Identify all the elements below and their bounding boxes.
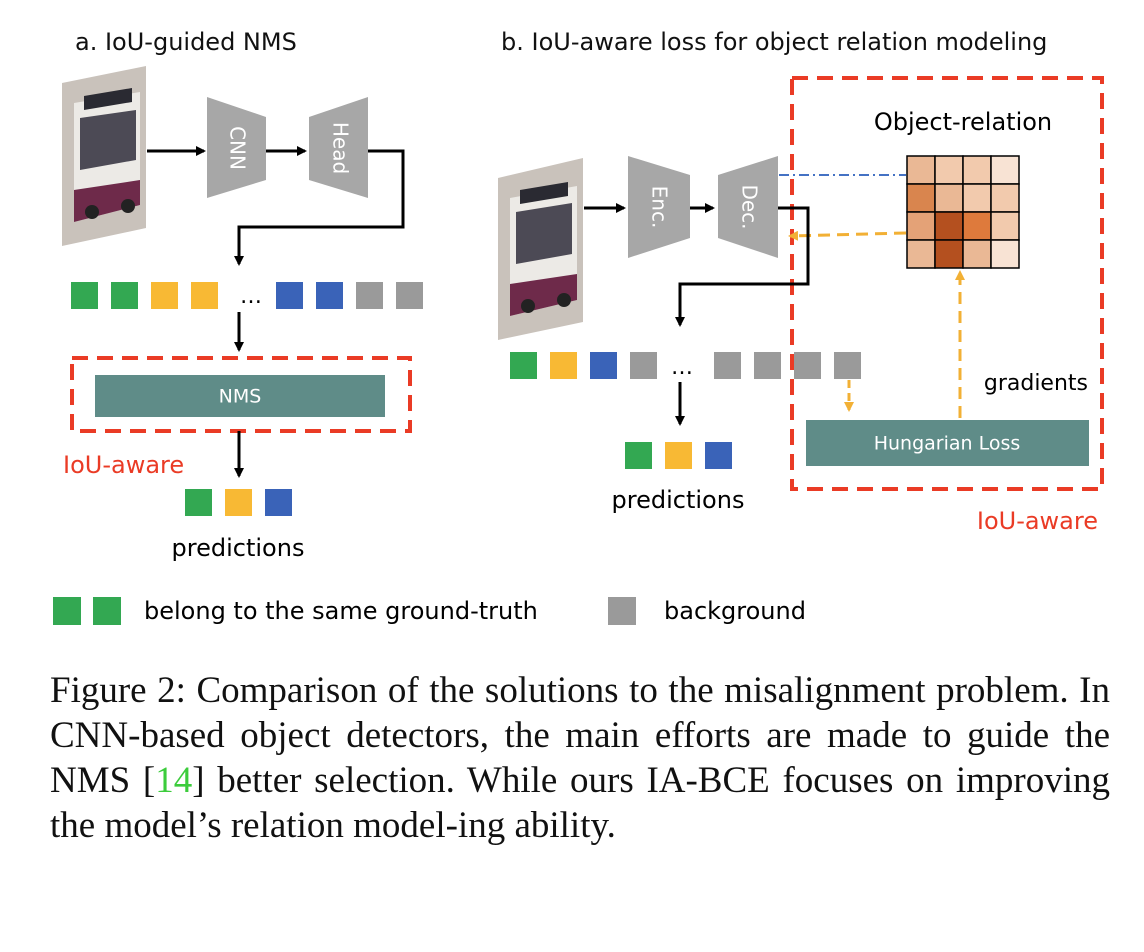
nms-block [95,375,385,417]
matrix-cell-3-2 [962,239,992,269]
matrix-cell-0-3 [990,155,1020,185]
row-a-right-gray-box-3 [356,282,383,309]
gradients-label: gradients [984,371,1088,396]
hungarian-loss-label: Hungarian Loss [874,433,1021,455]
pred-a-yellow-box-2 [225,489,252,516]
caption-text-2: ] better selection. While ours IA-BCE fo… [50,760,1110,846]
matrix-cell-2-2 [962,211,992,241]
predictions-boxes-a [185,489,292,516]
figure-caption: Figure 2: Comparison of the solutions to… [50,668,1110,848]
matrix-cell-2-0 [906,211,936,241]
matrix-cell-1-2 [962,183,992,213]
bus-image-a [62,66,146,246]
legend-green-swatch-1 [53,597,81,625]
matrix-cell-1-1 [934,183,964,213]
row-a-left-green-box-2 [111,282,138,309]
citation-link[interactable]: 14 [155,760,193,801]
nms-label: NMS [219,386,262,408]
legend: belong to the same ground-truth backgrou… [53,597,806,625]
enc-label: Enc. [648,186,672,229]
matrix-cell-1-0 [906,183,936,213]
cnn-block [207,97,266,198]
pred-b-yellow-box-2 [665,442,692,469]
dec-label: Dec. [738,184,762,229]
legend-gray-swatch [608,597,636,625]
encoder-block [628,156,690,258]
row-a-right-blue-box-1 [276,282,303,309]
pred-a-blue-box-3 [265,489,292,516]
iou-aware-label-b: IoU-aware [977,507,1098,535]
row-b-left-yellow-box-2 [550,352,577,379]
object-relation-matrix [906,155,1020,269]
row-b-right-gray-box-1 [714,352,741,379]
row-b-right-gray-box-2 [754,352,781,379]
ellipsis-a: … [240,284,262,309]
predictions-label-b: predictions [612,486,745,514]
panel-a-title: a. IoU-guided NMS [75,28,297,56]
matrix-cell-2-1 [934,211,964,241]
legend-same-gt-label: belong to the same ground-truth [144,597,538,625]
pred-b-blue-box-3 [705,442,732,469]
row-b-right-gray-box-3 [794,352,821,379]
matrix-cell-0-2 [962,155,992,185]
matrix-cell-3-0 [906,239,936,269]
arrow-dec-to-boxes [675,206,810,327]
iou-aware-label-a: IoU-aware [63,451,184,479]
caption-text-1: Figure 2: Comparison of the solutions to… [50,670,1110,801]
predictions-label-a: predictions [172,534,305,562]
legend-background-label: background [664,597,806,625]
pred-b-green-box-1 [625,442,652,469]
matrix-cell-0-0 [906,155,936,185]
object-relation-label: Object-relation [874,108,1052,136]
cnn-label: CNN [226,126,250,170]
pred-a-green-box-1 [185,489,212,516]
head-block [309,97,368,198]
panel-b-title: b. IoU-aware loss for object relation mo… [501,28,1047,56]
box-row-a: … [71,282,423,309]
matrix-cell-3-1 [934,239,964,269]
predictions-boxes-b [625,442,732,469]
matrix-cell-3-3 [990,239,1020,269]
row-b-left-blue-box-3 [590,352,617,379]
row-a-right-gray-box-4 [396,282,423,309]
figure-diagram: a. IoU-guided NMS CNN Head … NMS IoU-awa… [53,28,1104,625]
row-a-left-yellow-box-4 [191,282,218,309]
row-b-right-gray-box-4 [834,352,861,379]
matrix-cell-2-3 [990,211,1020,241]
row-a-left-green-box-1 [71,282,98,309]
legend-green-swatch-2 [93,597,121,625]
row-a-right-blue-box-2 [316,282,343,309]
matrix-cell-1-3 [990,183,1020,213]
iou-aware-frame-a [70,356,412,433]
bus-image-b [498,158,583,340]
decoder-block [718,156,778,258]
head-label: Head [329,122,353,174]
ellipsis-b: … [671,355,693,380]
box-row-b: … [510,352,861,380]
matrix-cell-0-1 [934,155,964,185]
row-b-left-gray-box-4 [630,352,657,379]
row-a-left-yellow-box-3 [151,282,178,309]
hungarian-loss-block [806,420,1089,466]
arrow-head-to-boxes [234,149,405,266]
row-b-left-green-box-1 [510,352,537,379]
